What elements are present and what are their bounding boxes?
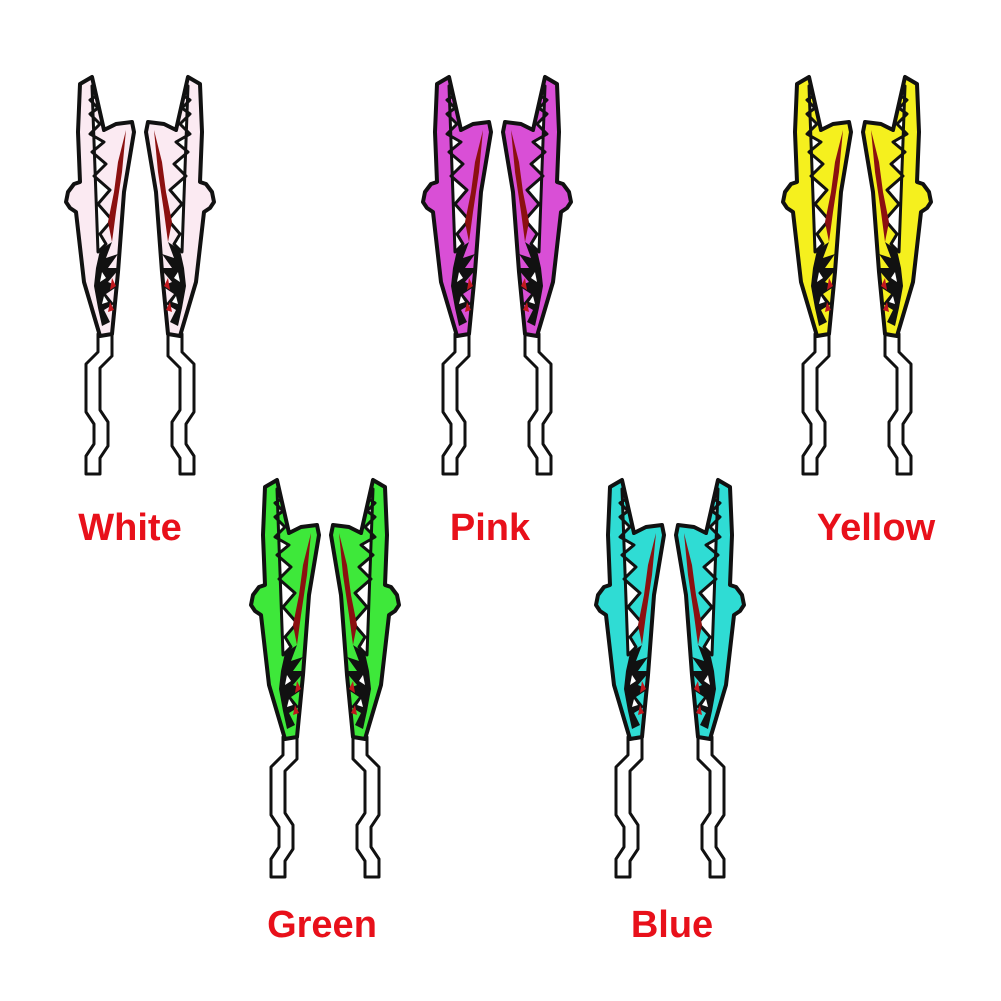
white-shark-decal [60,72,220,482]
decal-left-half [594,478,666,879]
color-label-white: White [78,507,182,549]
green-shark-decal [245,475,405,885]
decal-right-half [144,75,216,476]
decal-right-half [861,75,933,476]
decal-right-half [501,75,573,476]
shark-mouth-decal-icon [64,75,216,476]
pink-shark-decal [417,72,577,482]
decal-right-half [674,478,746,879]
decal-left-half [249,478,321,879]
shark-mouth-decal-icon [594,478,746,879]
shark-mouth-decal-icon [249,478,401,879]
shark-mouth-decal-icon [781,75,933,476]
color-label-green: Green [267,904,377,946]
decal-right-half [329,478,401,879]
decal-left-half [781,75,853,476]
color-label-yellow: Yellow [816,507,936,549]
color-label-blue: Blue [630,904,714,946]
decal-left-half [64,75,136,476]
decal-left-half [421,75,493,476]
shark-mouth-decal-icon [421,75,573,476]
blue-shark-decal [590,475,750,885]
color-label-pink: Pink [449,507,531,549]
yellow-shark-decal [777,72,937,482]
